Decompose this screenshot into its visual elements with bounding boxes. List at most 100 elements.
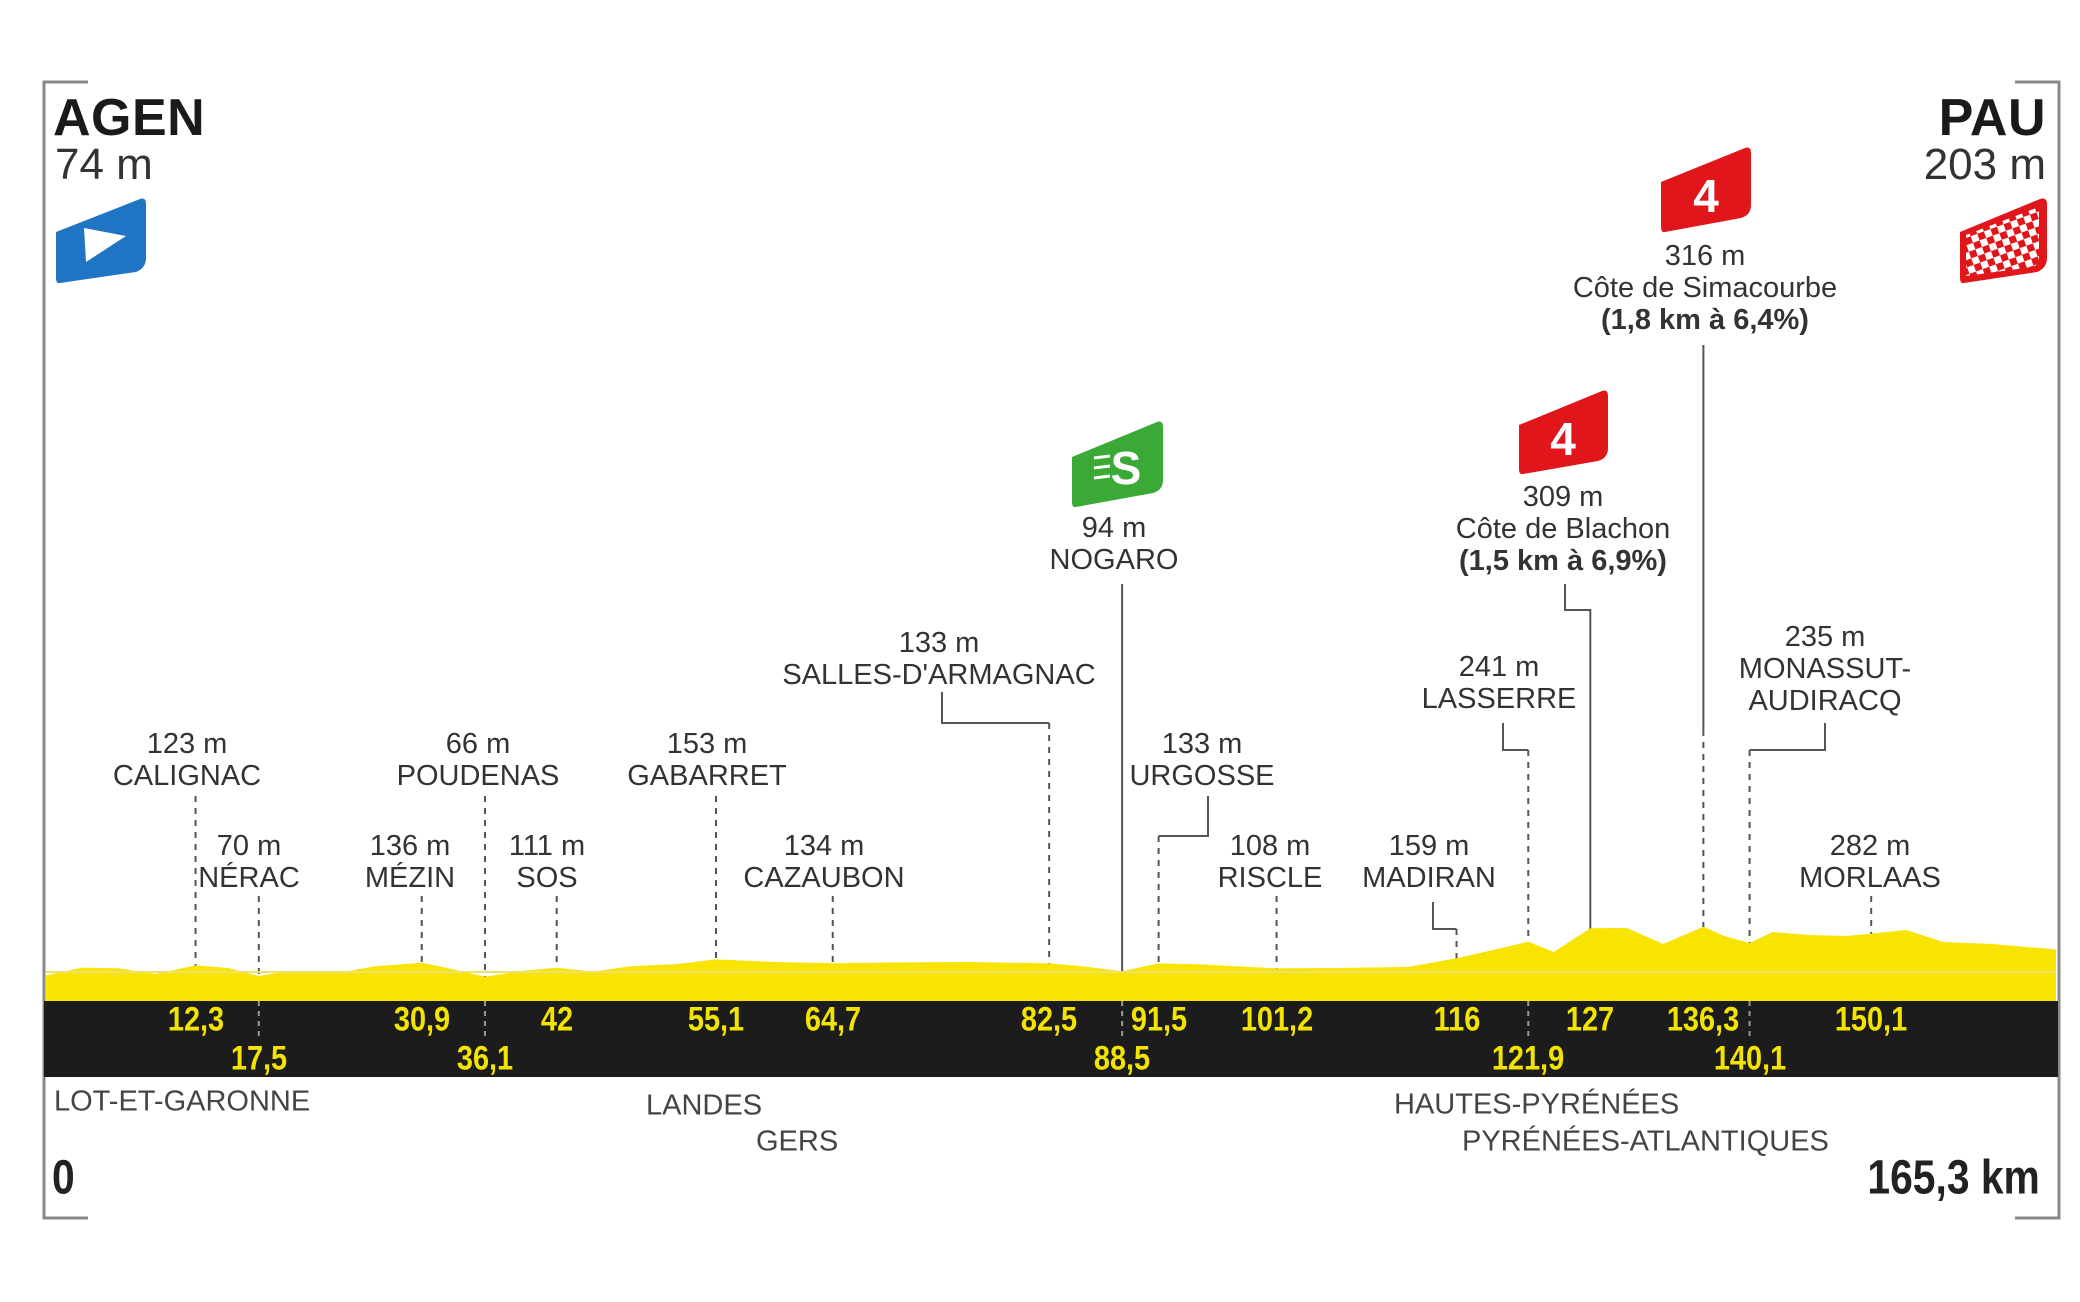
waypoint-name: GABARRET [627, 760, 787, 792]
km-label: 140,1 [1713, 1039, 1786, 1078]
waypoint-name: LASSERRE [1421, 683, 1577, 715]
km-label: 12,3 [167, 1000, 224, 1039]
waypoint-name: MONASSUT- [1738, 653, 1912, 685]
km-label: 64,7 [804, 1000, 861, 1039]
frame-left [42, 80, 88, 1220]
km-label: 127 [1566, 1000, 1615, 1039]
km-label: 101,2 [1240, 1000, 1313, 1039]
climb-flag-icon-simacourbe: 4 [1661, 147, 1751, 233]
waypoint-elev-label: 235 m [1784, 621, 1866, 653]
km-label: 82,5 [1021, 1000, 1078, 1039]
waypoint-name: Côte de Simacourbe [1572, 272, 1838, 304]
svg-text:S: S [1111, 442, 1142, 494]
waypoint-elev-label: 316 m [1664, 240, 1746, 272]
sprint-flag-icon: S [1072, 421, 1163, 508]
km-label: 136,3 [1667, 1000, 1740, 1039]
department-label: LOT-ET-GARONNE [54, 1085, 311, 1118]
waypoint-name: MÉZIN [364, 862, 456, 894]
waypoint-name: URGOSSE [1129, 760, 1275, 792]
waypoint-elev-label: 94 m [1081, 512, 1147, 544]
waypoint-elev-label: 159 m [1388, 830, 1470, 862]
finish-altitude: 203 m [1923, 140, 2046, 189]
department-label: HAUTES-PYRÉNÉES [1394, 1088, 1680, 1121]
leader-line [1502, 723, 1529, 751]
start-flag-icon [56, 198, 146, 284]
waypoint-elev-label: 111 m [508, 830, 586, 862]
start-altitude: 74 m [55, 140, 153, 189]
waypoint-elev-label: 108 m [1229, 830, 1311, 862]
waypoint-name: Côte de Blachon [1455, 513, 1671, 545]
distance-end: 165,3 km [1867, 1151, 2040, 1205]
waypoint-name: NOGARO [1049, 544, 1179, 576]
km-label: 36,1 [456, 1039, 514, 1078]
waypoint-elev-label: 133 m [898, 627, 980, 659]
waypoint-elev-label: 123 m [146, 728, 228, 760]
km-label: 150,1 [1835, 1000, 1908, 1039]
start-city: AGEN [53, 89, 206, 147]
finish-flag-icon [1960, 198, 2047, 284]
leader-line [1158, 796, 1209, 837]
frame-right [2015, 80, 2061, 1220]
km-label: 30,9 [393, 1000, 450, 1039]
waypoint-name: MORLAAS [1799, 862, 1941, 894]
waypoint-elev-label: 134 m [783, 830, 865, 862]
waypoint-name: SALLES-D'ARMAGNAC [782, 659, 1096, 691]
waypoint-elev-label: 241 m [1458, 651, 1540, 683]
department-label: LANDES [646, 1089, 763, 1122]
waypoint-elev-label: 70 m [216, 830, 282, 862]
waypoint-name: POUDENAS [396, 760, 560, 792]
km-band [44, 1001, 2058, 1077]
waypoint-elev-label: 153 m [666, 728, 748, 760]
leader-line [1749, 723, 1826, 751]
km-label: 91,5 [1130, 1000, 1187, 1039]
waypoint-name: MADIRAN [1362, 862, 1496, 894]
leader-line [1432, 902, 1457, 930]
km-label: 121,9 [1492, 1039, 1565, 1078]
waypoint-name: CALIGNAC [112, 760, 262, 792]
waypoint-elev-label: 282 m [1829, 830, 1911, 862]
leader-line [1564, 584, 1592, 1001]
department-label: PYRÉNÉES-ATLANTIQUES [1462, 1125, 1829, 1158]
profile-area [46, 926, 2056, 1001]
waypoint-name: CAZAUBON [743, 862, 905, 894]
distance-start: 0 [52, 1151, 75, 1205]
department-label: GERS [756, 1125, 839, 1158]
waypoint-elev-label: 66 m [445, 728, 511, 760]
finish-city: PAU [1938, 89, 2046, 147]
km-label: 88,5 [1093, 1039, 1151, 1078]
km-label: 55,1 [687, 1000, 745, 1039]
waypoint-elev-label: 133 m [1161, 728, 1243, 760]
waypoint-name: NÉRAC [198, 862, 300, 894]
km-label: 116 [1433, 1000, 1480, 1039]
waypoint-elev-label: 309 m [1522, 481, 1604, 513]
waypoint-detail: (1,5 km à 6,9%) [1459, 545, 1667, 577]
waypoint-detail: (1,8 km à 6,4%) [1601, 304, 1809, 336]
waypoint-name2: AUDIRACQ [1748, 685, 1902, 717]
waypoint-name: RISCLE [1217, 862, 1323, 894]
waypoint-elev-label: 136 m [369, 830, 451, 862]
svg-text:4: 4 [1693, 170, 1719, 222]
km-label: 17,5 [230, 1039, 287, 1078]
svg-text:4: 4 [1550, 413, 1576, 465]
leader-line [941, 692, 1050, 724]
waypoint-name: SOS [516, 862, 578, 894]
